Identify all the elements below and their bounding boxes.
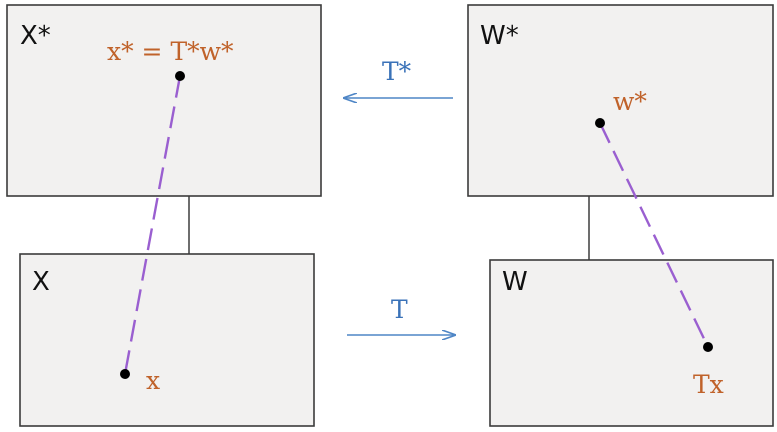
w-star-space-label: W* bbox=[480, 21, 519, 51]
x-point bbox=[120, 369, 130, 379]
x-star-point bbox=[175, 71, 185, 81]
x-star-point-label: x* = T*w* bbox=[107, 37, 234, 66]
x-box bbox=[19, 253, 315, 427]
x-point-label: x bbox=[146, 366, 160, 395]
x-pairing-line bbox=[123, 75, 182, 375]
w-space-label: W bbox=[502, 267, 528, 297]
tx-point bbox=[703, 342, 713, 352]
w-pairing-line bbox=[598, 122, 710, 348]
w-box bbox=[489, 259, 774, 427]
t-star-operator-label: T* bbox=[382, 57, 412, 86]
t-operator-label: T bbox=[391, 295, 408, 324]
w-star-point bbox=[595, 118, 605, 128]
tx-point-label: Tx bbox=[693, 370, 724, 399]
w-star-point-label: w* bbox=[613, 87, 647, 116]
x-star-box bbox=[6, 4, 322, 197]
x-star-space-label: X* bbox=[20, 21, 51, 51]
x-space-label: X bbox=[32, 267, 50, 297]
